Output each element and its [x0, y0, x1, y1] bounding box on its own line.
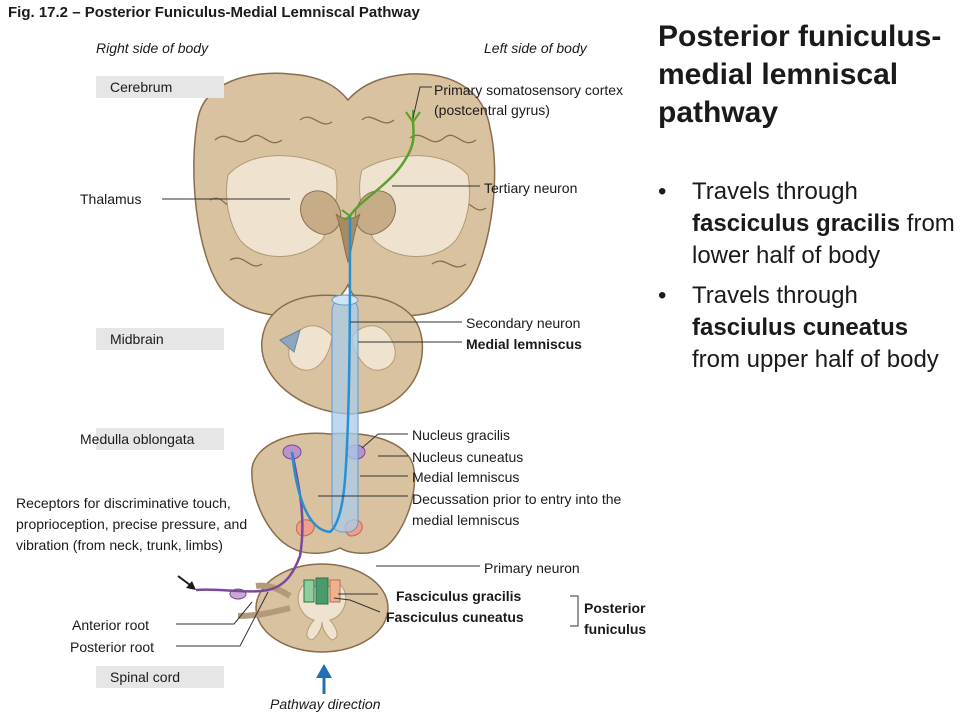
label-pathway-direction: Pathway direction	[270, 696, 381, 712]
label-primary-neuron: Primary neuron	[484, 560, 580, 576]
bullet-item: • Travels through fasciulus cuneatus fro…	[658, 280, 958, 376]
right-side-label: Right side of body	[96, 40, 209, 56]
cerebrum-section	[193, 72, 496, 317]
label-nucleus-cuneatus: Nucleus cuneatus	[412, 449, 524, 465]
label-tertiary-neuron: Tertiary neuron	[484, 180, 578, 196]
label-receptors: Receptors for discriminative touch, prop…	[16, 495, 248, 553]
thalamus-terminal	[341, 209, 351, 221]
midbrain-gray-matter	[288, 325, 396, 371]
thalamus-shape	[300, 190, 396, 235]
label-somatosensory-cortex: Primary somatosensory cortex (postcentra…	[434, 82, 624, 118]
anterior-root-shape	[237, 605, 291, 619]
cerebrum-gyri	[209, 116, 487, 268]
region-midbrain: Midbrain	[96, 328, 224, 350]
cerebral-aqueduct	[279, 329, 301, 353]
spinal-cord-section	[229, 563, 389, 653]
bullet-text: Travels through	[692, 178, 858, 205]
figure-title: Fig. 17.2 – Posterior Funiculus-Medial L…	[8, 4, 420, 21]
label-fasciculus-cuneatus: Fasciculus cuneatus	[386, 609, 524, 625]
bullet-bold-text: fasciulus cuneatus	[692, 314, 909, 341]
label-nucleus-gracilis: Nucleus gracilis	[412, 427, 511, 443]
label-decussation: Decussation prior to entry into the medi…	[412, 491, 622, 528]
bullet-symbol: •	[658, 178, 667, 205]
bullet-text: Travels through	[692, 282, 858, 309]
fasciculus-cuneatus-shape	[303, 579, 315, 603]
label-anterior-root: Anterior root	[72, 617, 150, 633]
left-side-label: Left side of body	[484, 40, 587, 56]
region-cerebrum: Cerebrum	[96, 76, 224, 98]
bullet-symbol: •	[658, 282, 667, 309]
bullet-text-end: from upper half of body	[692, 346, 939, 373]
slide-heading: Posterior funiculus-medial lemniscal pat…	[658, 20, 942, 129]
bullet-text-end: from lower half of body	[692, 210, 955, 269]
label-posterior-funiculus: Posterior funiculus	[584, 600, 647, 637]
secondary-neuron-path	[290, 215, 352, 534]
fasciculus-cuneatus-shape-right	[329, 579, 341, 603]
medial-lemniscus-tube	[331, 294, 359, 533]
label-fasciculus-gracilis: Fasciculus gracilis	[396, 588, 522, 604]
bullet-bold-text: fasciculus gracilis	[692, 210, 901, 237]
bullet-list: • Travels through fasciculus gracilis fr…	[658, 176, 958, 384]
label-thalamus: Thalamus	[80, 191, 142, 207]
label-secondary-neuron: Secondary neuron	[466, 315, 581, 331]
region-spinal-cord: Spinal cord	[96, 666, 224, 688]
receptor-arrowhead	[186, 581, 196, 590]
label-pointer-lines	[162, 86, 579, 647]
label-medial-lemniscus-midbrain: Medial lemniscus	[466, 336, 582, 352]
bullet-item: • Travels through fasciculus gracilis fr…	[658, 176, 958, 272]
region-medulla: Medulla oblongata	[80, 428, 224, 450]
pathway-direction-arrow	[316, 664, 332, 694]
tertiary-neuron-path	[348, 121, 415, 217]
label-posterior-root: Posterior root	[70, 639, 155, 655]
label-medial-lemniscus-medulla: Medial lemniscus	[412, 469, 520, 485]
fasciculus-gracilis-shape	[315, 577, 329, 605]
